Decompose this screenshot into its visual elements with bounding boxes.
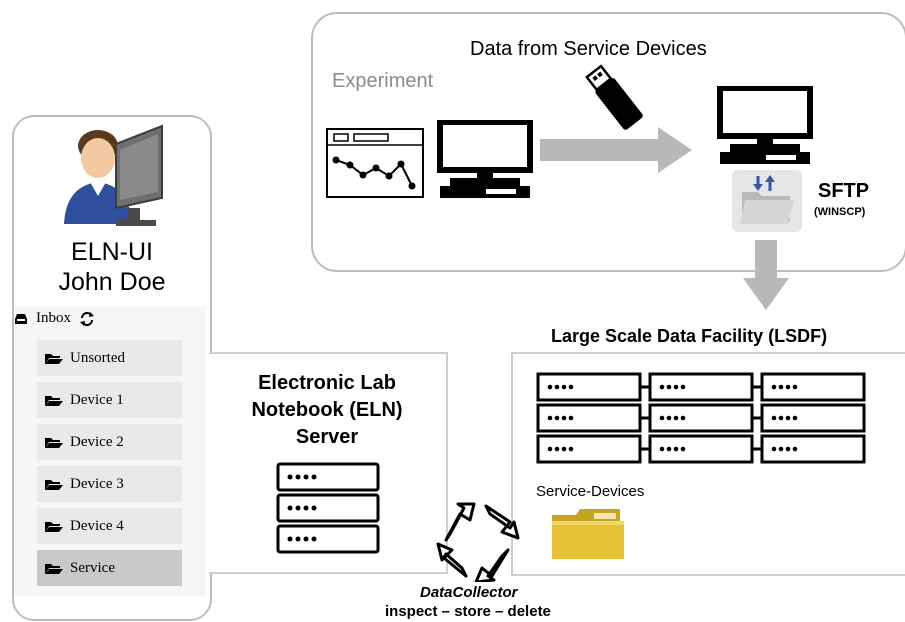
- server-rack-icon: [536, 372, 866, 464]
- folder-label: Unsorted: [70, 349, 125, 366]
- folder-label: Device 1: [70, 391, 124, 408]
- folder-label: Device 4: [70, 517, 124, 534]
- inbox-header[interactable]: Inbox: [14, 310, 95, 327]
- usb-stick-icon: [585, 64, 643, 130]
- transfer-arrow-icon: [540, 127, 692, 173]
- folder-button-device-4[interactable]: Device 4: [37, 508, 182, 544]
- folder-label: Service: [70, 559, 115, 576]
- eln-ui-label: ELN-UI: [71, 238, 153, 266]
- folder-open-icon: [45, 564, 63, 574]
- eln-server-title: Electronic Lab Notebook (ELN) Server: [232, 370, 422, 451]
- folder-open-icon: [45, 522, 63, 532]
- inbox-label: Inbox: [36, 310, 71, 326]
- recycle-icon: [436, 502, 520, 582]
- folder-label: Device 3: [70, 475, 124, 492]
- folder-label: Device 2: [70, 433, 124, 450]
- sftp-folder-icon: [732, 170, 802, 232]
- folder-button-device-2[interactable]: Device 2: [37, 424, 182, 460]
- data-collector-steps: inspect – store – delete: [385, 603, 551, 620]
- winscp-label: (WINSCP): [814, 206, 866, 218]
- folder-open-icon: [45, 480, 63, 490]
- folder-icon: [552, 509, 624, 559]
- data-collector-label: DataCollector: [420, 584, 518, 601]
- down-arrow-icon: [743, 240, 789, 310]
- service-devices-title: Data from Service Devices: [470, 38, 707, 60]
- inbox-icon: [15, 313, 27, 324]
- server-rack-icon: [276, 462, 380, 554]
- folder-open-icon: [45, 396, 63, 406]
- folder-button-service[interactable]: Service: [37, 550, 182, 586]
- user-name: John Doe: [58, 268, 166, 296]
- service-devices-folder-label: Service-Devices: [536, 483, 645, 500]
- refresh-icon[interactable]: [79, 311, 95, 327]
- monitor-icon: [437, 120, 533, 198]
- folder-open-icon: [45, 438, 63, 448]
- eln-server-title-line: Notebook (ELN): [251, 399, 403, 421]
- folder-button-device-1[interactable]: Device 1: [37, 382, 182, 418]
- folder-button-device-3[interactable]: Device 3: [37, 466, 182, 502]
- sftp-label: SFTP: [818, 180, 870, 202]
- eln-ui-title: ELN-UI John Doe: [12, 237, 212, 297]
- eln-server-title-line: Server: [295, 426, 359, 448]
- chart-window-icon: [326, 128, 424, 198]
- folder-button-unsorted[interactable]: Unsorted: [37, 340, 182, 376]
- monitor-icon: [717, 86, 813, 164]
- experiment-label: Experiment: [332, 70, 434, 92]
- lsdf-title: Large Scale Data Facility (LSDF): [551, 326, 828, 346]
- user-at-computer-icon: [64, 124, 163, 226]
- eln-server-title-line: Electronic Lab: [258, 372, 396, 394]
- folder-open-icon: [45, 354, 63, 364]
